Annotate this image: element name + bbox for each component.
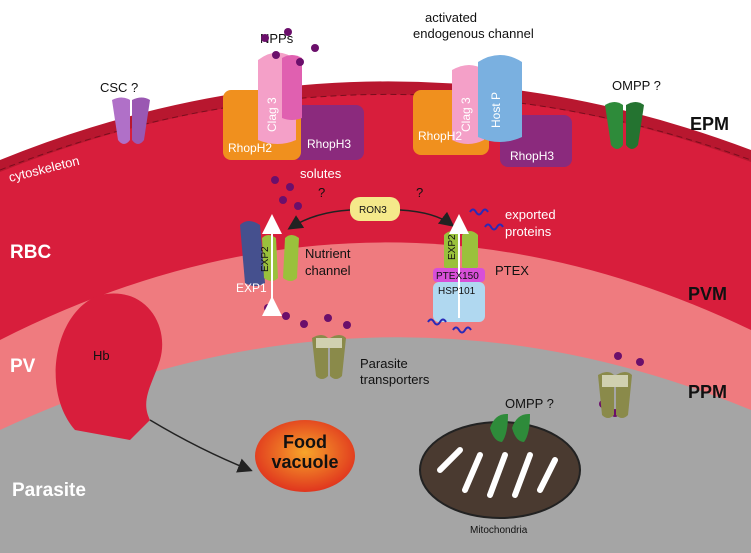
food-vacuole bbox=[255, 420, 355, 492]
exported-protein-squiggles bbox=[427, 208, 504, 334]
ron3-to-nutrient-arrow bbox=[287, 209, 351, 230]
pv-label: PV bbox=[10, 356, 36, 377]
channel-label: channel bbox=[305, 263, 351, 278]
vacuole-label: vacuole bbox=[271, 452, 338, 472]
exp1 bbox=[240, 221, 265, 286]
clag3-b-label: Clag 3 bbox=[459, 97, 473, 132]
pvm-label: PVM bbox=[688, 284, 727, 304]
epm-membrane bbox=[0, 81, 751, 172]
clag3-a-label: Clag 3 bbox=[265, 97, 279, 132]
parasite-transporters-label-1: Parasite bbox=[360, 356, 408, 371]
ompp-mito-channel bbox=[490, 413, 530, 442]
q2-label: ? bbox=[416, 185, 423, 200]
exp2-a-label: EXP2 bbox=[260, 246, 271, 272]
parasite-transporter-a bbox=[312, 335, 346, 379]
epm-label: EPM bbox=[690, 114, 729, 134]
solutes-label: solutes bbox=[300, 166, 342, 181]
nutrient-label: Nutrient bbox=[305, 246, 351, 261]
rbc-label: RBC bbox=[10, 242, 51, 263]
parasite-label: Parasite bbox=[12, 480, 86, 501]
proteins-label: proteins bbox=[505, 224, 552, 239]
ppm-label: PPM bbox=[688, 382, 727, 402]
ron3-label: RON3 bbox=[359, 205, 387, 216]
ompp-mito-label: OMPP ? bbox=[505, 396, 554, 411]
food-label: Food bbox=[283, 432, 327, 452]
rhoph2-a-label: RhopH2 bbox=[228, 141, 272, 155]
exp2-b bbox=[444, 231, 460, 270]
host-p-label: Host P bbox=[489, 92, 503, 128]
ron3-to-ptex-arrow bbox=[399, 209, 455, 227]
hb-cytostome bbox=[55, 293, 163, 440]
hb-label: Hb bbox=[93, 348, 110, 363]
mitochondria-label: Mitochondria bbox=[470, 525, 528, 536]
ompp-top-channel bbox=[605, 102, 644, 149]
ptex-label: PTEX bbox=[495, 263, 529, 278]
ptex150-label: PTEX150 bbox=[436, 271, 479, 282]
rhoph-complex-a bbox=[223, 52, 364, 160]
rhoph-complex-b bbox=[413, 55, 572, 167]
ron3-blob bbox=[350, 197, 400, 221]
parasite-transporter-b bbox=[598, 372, 632, 418]
cytoskeleton-lines bbox=[0, 93, 751, 171]
exp1-label: EXP1 bbox=[236, 281, 267, 295]
ompp-top-label: OMPP ? bbox=[612, 78, 661, 93]
rhoph2-b-label: RhopH2 bbox=[418, 129, 462, 143]
csc-channel bbox=[112, 97, 150, 144]
endogenous-channel-label: endogenous channel bbox=[413, 26, 534, 41]
rhoph3-a bbox=[292, 105, 364, 160]
mito-cristae bbox=[437, 447, 558, 498]
clag3-b bbox=[452, 65, 484, 144]
rhoph3-a-label: RhopH3 bbox=[307, 137, 351, 151]
activated-label: activated bbox=[425, 10, 477, 25]
rhoph3-b-label: RhopH3 bbox=[510, 149, 554, 163]
exp2-b-label: EXP2 bbox=[447, 234, 458, 260]
q1-label: ? bbox=[318, 185, 325, 200]
csc-label: CSC ? bbox=[100, 80, 138, 95]
parasite-transporters-label-2: transporters bbox=[360, 372, 430, 387]
hb-to-vacuole-arrow bbox=[149, 419, 253, 473]
host-protein bbox=[478, 55, 522, 142]
hsp101-label: HSP101 bbox=[438, 286, 476, 297]
exported-label: exported bbox=[505, 207, 556, 222]
